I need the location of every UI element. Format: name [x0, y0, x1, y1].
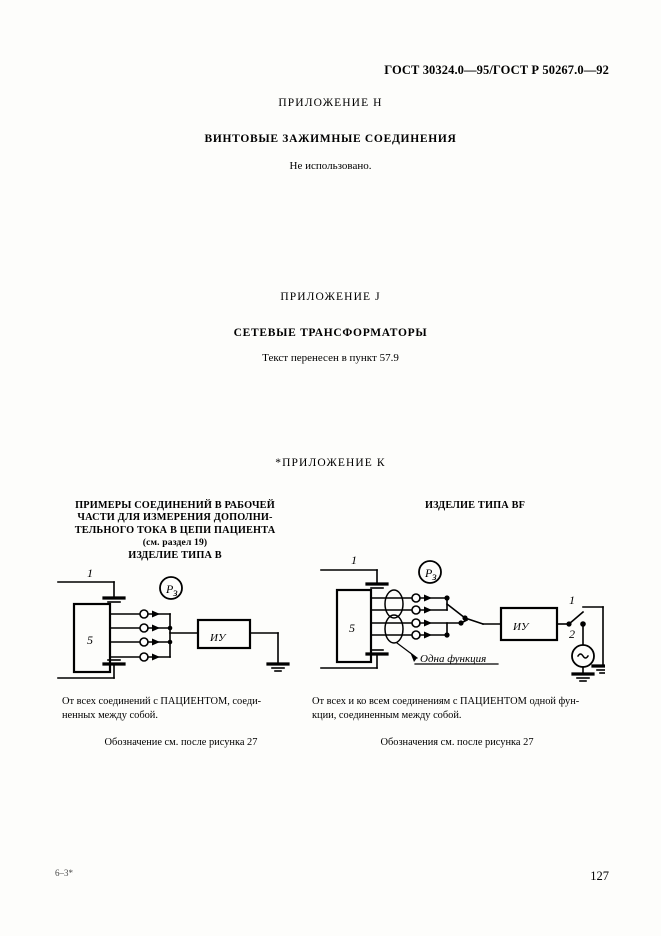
annex-h-note: Не использовано.: [289, 160, 372, 172]
label-switch-position-2: 2: [569, 627, 575, 641]
label-one-function: Одна функция: [420, 653, 486, 665]
label-measuring-device: ИУ: [209, 632, 227, 644]
right-title-line-1: ИЗДЕЛИЕ ТИПА BF: [424, 500, 526, 511]
label-lead-1: 1: [87, 566, 93, 580]
meter-label: Р: [424, 566, 433, 580]
meter-symbol-pz: [418, 560, 442, 584]
meter-symbol-pz: [159, 576, 183, 600]
annex-j-title: ПРИЛОЖЕНИЕ J: [280, 291, 381, 303]
page-header: ГОСТ 30324.0—95/ГОСТ Р 50267.0—92: [384, 63, 609, 77]
left-caption-line-2: ненных между собой.: [62, 710, 158, 721]
right-caption: От всех и ко всем соединениям с ПАЦИЕНТО…: [312, 695, 602, 723]
left-reference: Обозначение см. после рисунка 27: [104, 737, 258, 748]
left-title-line-3: ТЕЛЬНОГО ТОКА В ЦЕПИ ПАЦИЕНТА: [74, 524, 276, 536]
annex-k-title: *ПРИЛОЖЕНИЕ К: [275, 457, 386, 469]
figure-type-bf: Р з 1 5 ИУ Одна функция 1 2: [315, 540, 605, 685]
right-caption-line-2: кции, соединенным между собой.: [312, 710, 462, 721]
label-switch-position-1: 1: [569, 593, 575, 607]
meter-label-sub: з: [172, 585, 178, 599]
meter-label-sub: з: [431, 569, 437, 583]
annex-j-heading: СЕТЕВЫЕ ТРАНСФОРМАТОРЫ: [233, 327, 428, 339]
footer-signature: 6–3*: [55, 868, 73, 878]
figure-type-b: Р з 1 5 ИУ: [52, 560, 302, 685]
label-device-5: 5: [349, 621, 355, 635]
left-title-line-5: ИЗДЕЛИЕ ТИПА В: [128, 549, 222, 561]
label-lead-1: 1: [351, 553, 357, 567]
annex-j-note: Текст перенесен в пункт 57.9: [262, 352, 399, 364]
meter-label: Р: [165, 582, 174, 596]
annex-k-left-title: ПРИМЕРЫ СОЕДИНЕНИЙ В РАБОЧЕЙ ЧАСТИ ДЛЯ И…: [50, 500, 300, 562]
right-reference: Обозначения см. после рисунка 27: [380, 737, 534, 748]
left-title-line-1: ПРИМЕРЫ СОЕДИНЕНИЙ В РАБОЧЕЙ: [75, 500, 275, 511]
label-device-5: 5: [87, 633, 93, 647]
left-caption: От всех соединений с ПАЦИЕНТОМ, соеди- н…: [62, 695, 297, 723]
annex-k-right-title: ИЗДЕЛИЕ ТИПА BF: [350, 500, 600, 512]
left-caption-line-1: От всех соединений с ПАЦИЕНТОМ, соеди-: [62, 696, 262, 707]
page-number: 127: [590, 869, 609, 883]
right-caption-line-1: От всех и ко всем соединениям с ПАЦИЕНТО…: [312, 696, 580, 707]
annex-h-title: ПРИЛОЖЕНИЕ Н: [278, 97, 383, 109]
annex-h-heading: ВИНТОВЫЕ ЗАЖИМНЫЕ СОЕДИНЕНИЯ: [204, 133, 457, 145]
left-title-line-2: ЧАСТИ ДЛЯ ИЗМЕРЕНИЯ ДОПОЛНИ-: [77, 512, 273, 524]
left-title-line-4: (см. раздел 19): [142, 537, 208, 549]
label-measuring-device: ИУ: [512, 621, 530, 633]
